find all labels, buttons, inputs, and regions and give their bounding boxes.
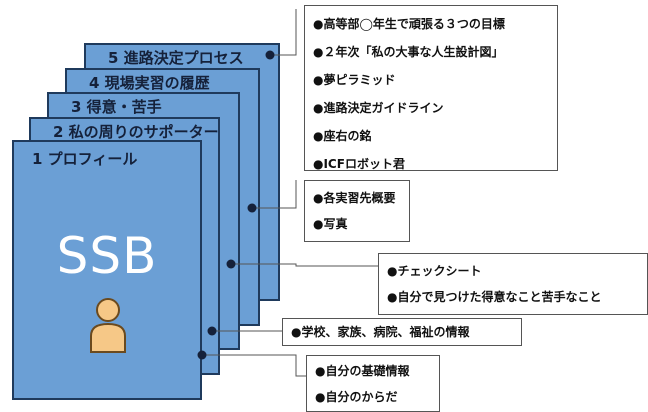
callout-internship-item: ●各実習先概要	[313, 191, 396, 205]
callout-process-item: ●進路決定ガイドライン	[313, 101, 444, 115]
callout-strengths: ●チェックシート ●自分で見つけた得意なこと苦手なこと	[378, 253, 648, 315]
sheet-label-strengths: 3 得意・苦手	[71, 98, 162, 116]
person-icon	[90, 298, 126, 353]
callout-profile-item: ●自分のからだ	[315, 390, 398, 404]
sheet-label-internship: 4 現場実習の履歴	[89, 74, 210, 92]
callout-strengths-item: ●チェックシート	[387, 264, 482, 278]
ssb-title: SSB	[56, 227, 158, 285]
callout-strengths-item: ●自分で見つけた得意なこと苦手なこと	[387, 290, 602, 304]
callout-process-item: ●ICFロボット君	[313, 157, 405, 171]
callout-process-item: ●２年次「私の大事な人生設計図」	[313, 45, 504, 59]
callout-supporters: ●学校、家族、病院、福祉の情報	[282, 318, 522, 346]
callout-process-item: ●夢ピラミッド	[313, 73, 396, 87]
callout-process-item: ●座右の銘	[313, 129, 372, 143]
callout-profile-item: ●自分の基礎情報	[315, 364, 410, 378]
callout-internship-item: ●写真	[313, 217, 348, 231]
callout-supporters-item: ●学校、家族、病院、福祉の情報	[291, 325, 470, 339]
sheet-label-profile: 1 プロフィール	[32, 150, 138, 168]
sheet-label-process: 5 進路決定プロセス	[108, 49, 244, 67]
sheet-profile: 1 プロフィール SSB	[12, 140, 202, 400]
sheet-label-supporters: 2 私の周りのサポーター	[53, 123, 219, 141]
callout-profile: ●自分の基礎情報 ●自分のからだ	[306, 355, 440, 412]
callout-process: ●高等部◯年生で頑張る３つの目標 ●２年次「私の大事な人生設計図」 ●夢ピラミッ…	[304, 5, 558, 171]
callout-internship: ●各実習先概要 ●写真	[304, 180, 410, 242]
callout-process-item: ●高等部◯年生で頑張る３つの目標	[313, 17, 505, 31]
